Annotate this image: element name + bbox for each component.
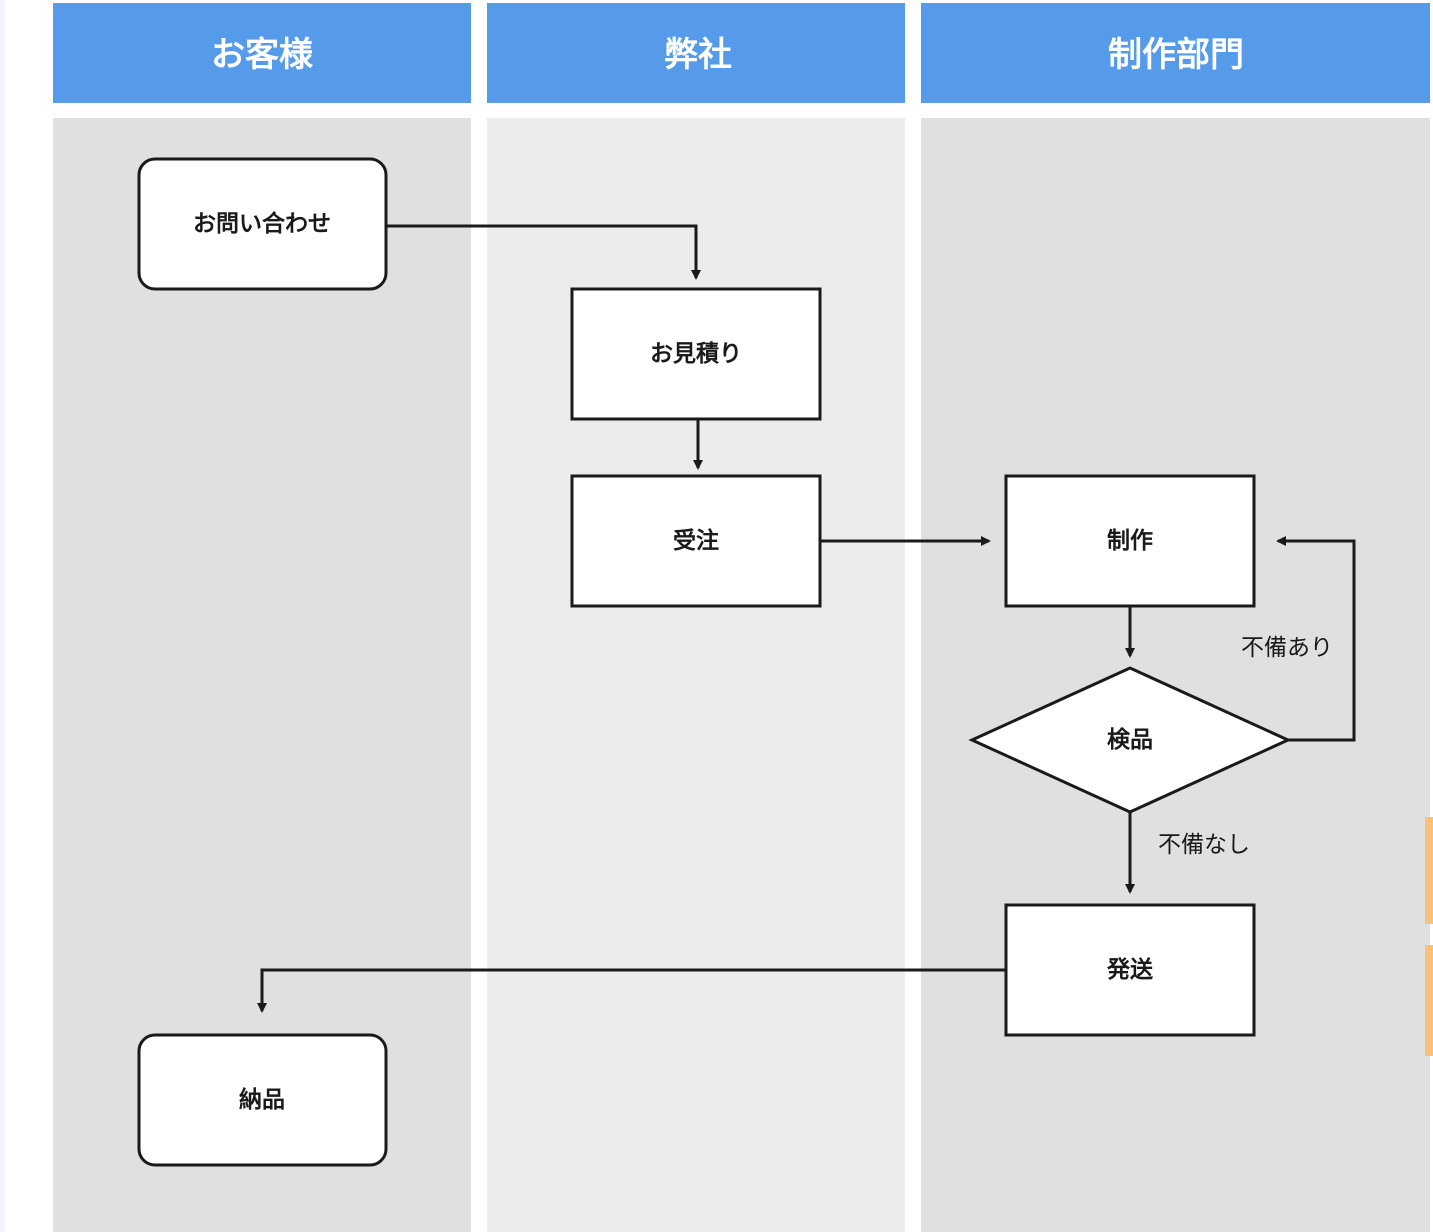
node-label: 検品 bbox=[1107, 727, 1153, 753]
node-inquiry: お問い合わせ bbox=[137, 157, 388, 291]
node-delivery: 納品 bbox=[137, 1033, 388, 1167]
node-label: お問い合わせ bbox=[193, 210, 331, 237]
lane-header-company: 弊社 bbox=[487, 3, 905, 103]
node-label: 制作 bbox=[1107, 528, 1153, 554]
node-label: 受注 bbox=[673, 527, 719, 554]
node-label: 納品 bbox=[239, 1086, 285, 1113]
node-inspection: 検品 bbox=[968, 666, 1292, 814]
edge-inspection-to-production bbox=[1276, 536, 1356, 742]
edge-label-defect: 不備あり bbox=[1241, 635, 1333, 661]
node-production: 制作 bbox=[1004, 474, 1256, 608]
node-shipping: 発送 bbox=[1004, 903, 1256, 1037]
node-order: 受注 bbox=[570, 474, 822, 608]
edge-shipping-to-delivery bbox=[257, 968, 1006, 1013]
left-page-edge bbox=[0, 0, 5, 1232]
node-label: 発送 bbox=[1106, 956, 1153, 983]
lane-body-company bbox=[487, 118, 905, 1232]
lane-header-production: 制作部門 bbox=[921, 3, 1430, 103]
lane-header-customer: お客様 bbox=[53, 3, 471, 103]
node-label: お見積り bbox=[650, 341, 742, 367]
edge-label-no-defect: 不備なし bbox=[1158, 832, 1250, 858]
lane-header-label: 制作部門 bbox=[1108, 35, 1244, 75]
lane-header-label: 弊社 bbox=[664, 35, 732, 75]
node-estimate: お見積り bbox=[570, 287, 822, 421]
lane-header-label: お客様 bbox=[211, 35, 314, 75]
lane-body-production bbox=[921, 118, 1430, 1232]
side-tab-upper[interactable] bbox=[1425, 817, 1433, 924]
side-tab-lower[interactable] bbox=[1425, 945, 1433, 1056]
edge-inquiry-to-estimate bbox=[386, 224, 701, 280]
